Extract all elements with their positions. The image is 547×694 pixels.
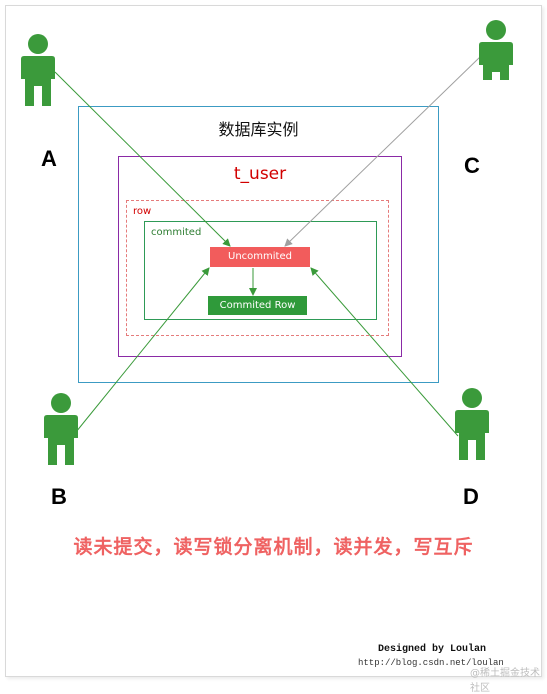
signature-url: http://blog.csdn.net/loulan [358, 658, 504, 668]
arrow-c-to-uncommitted [284, 56, 481, 247]
table-t-user-title: t_user [233, 164, 287, 184]
user-a-person-icon [21, 34, 55, 106]
user-c-person-icon [479, 20, 513, 80]
row-box [126, 200, 389, 336]
user-c-label: C [464, 153, 480, 178]
table-t-user-box [118, 156, 402, 357]
committed-box [144, 221, 377, 320]
signature-text: Designed by Loulan [378, 644, 487, 655]
arrow-a-to-uncommitted [54, 71, 231, 247]
user-d-person-icon [455, 388, 489, 460]
database-instance-title: 数据库实例 [218, 120, 299, 139]
committed-row-node: Commited Row [208, 296, 307, 315]
database-instance-box [78, 106, 439, 383]
arrow-b-to-uncommitted [75, 267, 210, 433]
diagram-frame [5, 5, 542, 677]
watermark-text: @稀土掘金技术社区 [470, 668, 540, 694]
diagram-caption: 读未提交，读写锁分离机制，读并发，写互斥 [73, 536, 474, 558]
committed-label: commited [151, 227, 202, 238]
arrow-d-to-uncommitted [310, 267, 459, 437]
user-b-label: B [51, 484, 67, 509]
user-b-person-icon [44, 393, 78, 465]
row-label: row [133, 206, 152, 217]
uncommitted-node: Uncommited [210, 247, 310, 267]
user-d-label: D [463, 484, 479, 509]
user-a-label: A [41, 146, 57, 171]
